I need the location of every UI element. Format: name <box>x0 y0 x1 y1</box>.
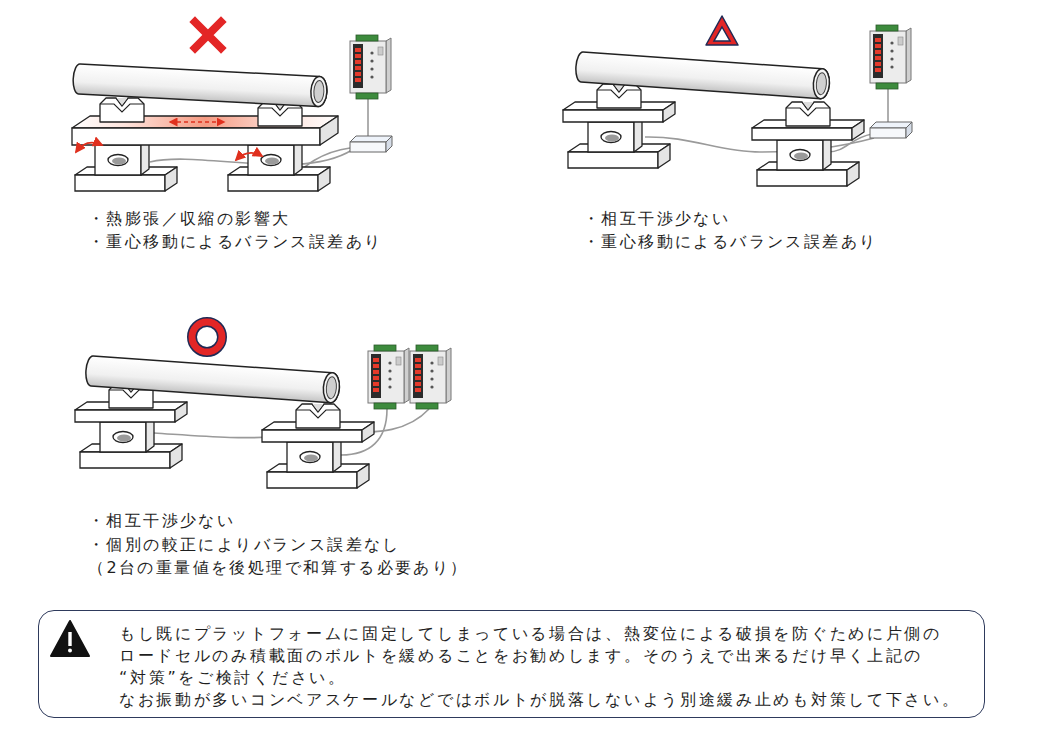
pipe <box>575 52 830 100</box>
stress-arrow <box>76 143 102 152</box>
weighing-indicator <box>870 25 911 89</box>
wire <box>887 89 889 124</box>
circle-mark <box>192 322 222 352</box>
bullet-text: ・相互干渉少ない <box>88 510 235 532</box>
warning-dot <box>68 649 72 653</box>
panel-shared-platform <box>72 35 392 191</box>
load-cell-stack <box>75 384 187 468</box>
circle-outline <box>192 322 222 352</box>
weighing-indicator <box>410 345 451 409</box>
weighing-indicator <box>350 35 391 99</box>
panel-individual-indicators <box>75 345 451 488</box>
saddle-block <box>100 98 144 122</box>
good-mark <box>192 322 222 352</box>
cross-mark <box>195 22 221 48</box>
warning-bar <box>68 632 71 646</box>
bullet-text: （2台の重量値を後処理で和算する必要あり） <box>88 557 469 579</box>
note-text: なお振動が多いコンベアスケールなどではボルトが脱落しないよう別途緩み止めも対策し… <box>119 689 979 711</box>
wire <box>367 99 369 138</box>
expansion-arrow <box>170 121 224 123</box>
bullet-text: ・重心移動によるバランス誤差あり <box>88 231 382 253</box>
ng-mark <box>195 22 221 48</box>
warning-icon <box>51 621 89 656</box>
bullet-text: ・相互干渉少ない <box>583 208 730 230</box>
bullet-text: ・重心移動によるバランス誤差あり <box>583 231 877 253</box>
bullet-text: ・個別の較正によりバランス誤差なし <box>88 534 401 556</box>
triangle-mark <box>706 16 738 45</box>
stress-arrow <box>236 153 262 160</box>
junction-box <box>870 122 912 138</box>
pipe <box>72 64 327 107</box>
fair-mark <box>706 16 738 45</box>
panel-separate-platforms <box>563 25 912 186</box>
junction-box <box>350 136 392 152</box>
load-cell <box>75 139 177 191</box>
wire <box>304 148 350 168</box>
weighing-indicator <box>368 345 409 409</box>
note-text: もし既にプラットフォームに固定してしまっている場合は、熱変位による破損を防ぐため… <box>119 623 951 689</box>
pipe <box>85 356 340 404</box>
bullet-text: ・熱膨張／収縮の影響大 <box>88 208 290 230</box>
platform-front <box>72 128 320 145</box>
note-box: もし既にプラットフォームに固定してしまっている場合は、熱変位による破損を防ぐため… <box>38 610 985 718</box>
platform-side <box>320 116 338 145</box>
triangle-inner <box>714 27 730 41</box>
load-cell <box>228 139 330 191</box>
load-cell-stack <box>752 102 864 186</box>
load-cell-stack <box>262 404 374 488</box>
warning-triangle <box>51 621 89 656</box>
load-cell-stack <box>563 84 675 168</box>
